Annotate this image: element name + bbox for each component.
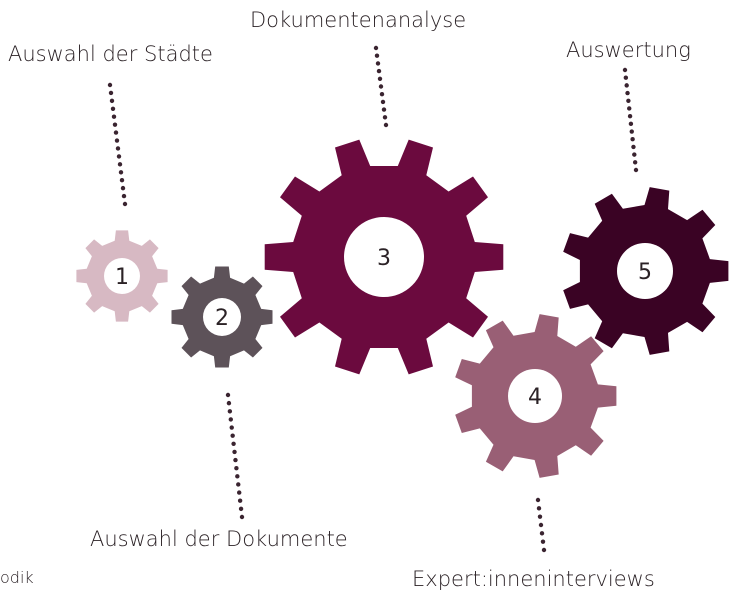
connector-dot — [239, 514, 245, 520]
connector-dot — [541, 547, 547, 553]
connector-dot — [377, 76, 383, 82]
connector-dot — [115, 146, 121, 151]
connector-dot — [623, 75, 629, 80]
connector-step-3 — [373, 45, 389, 128]
connector-dot — [234, 466, 239, 471]
connector-dot — [633, 167, 639, 173]
footer-fragment: odik — [0, 568, 34, 587]
connector-dot — [630, 137, 635, 142]
connector-dot — [236, 482, 241, 487]
connector-dot — [624, 83, 629, 88]
connector-dot — [629, 129, 634, 134]
connector-dot — [376, 68, 382, 74]
connector-dot — [227, 409, 233, 414]
connector-dot — [625, 90, 630, 96]
connector-dot — [375, 61, 381, 66]
connector-dot — [382, 115, 388, 120]
connector-dot — [230, 433, 235, 438]
connector-dot — [627, 106, 632, 111]
connector-dot — [383, 122, 389, 128]
connector-dot — [237, 490, 242, 495]
connectors — [107, 45, 639, 553]
connector-dot — [119, 178, 125, 183]
connector-dot — [228, 417, 233, 422]
connector-dot — [122, 201, 128, 207]
connector-dot — [237, 498, 243, 503]
connector-step-1 — [107, 82, 128, 207]
step-number: 1 — [115, 265, 129, 290]
step-number: 4 — [528, 385, 542, 410]
gear-hub — [508, 369, 562, 423]
gear-step-2: 2 — [171, 266, 273, 368]
connector-dot — [232, 449, 237, 455]
step-4-label: Expert:inneninterviews — [412, 567, 655, 591]
connector-dot — [540, 539, 546, 544]
connector-dot — [112, 122, 118, 127]
connector-dot — [632, 160, 638, 165]
connector-dot — [231, 441, 236, 446]
gear-hub — [104, 258, 140, 294]
connector-dot — [109, 98, 115, 104]
connector-dot — [117, 162, 123, 167]
connector-dot — [111, 114, 117, 119]
gear-step-5: 5 — [563, 187, 729, 355]
connector-step-5 — [622, 67, 639, 173]
connector-step-2 — [225, 392, 245, 520]
connector-dot — [121, 193, 127, 199]
gear-step-3: 3 — [264, 139, 504, 375]
connector-dot — [535, 497, 541, 503]
gear-hub — [617, 243, 673, 299]
gear-step-4: 4 — [455, 314, 617, 478]
connector-dot — [107, 82, 113, 88]
gear-hub — [344, 217, 424, 297]
connector-dot — [632, 152, 637, 157]
connector-dot — [374, 53, 380, 58]
step-number: 2 — [215, 306, 229, 331]
step-number: 3 — [377, 246, 391, 271]
connector-dot — [622, 67, 628, 73]
connector-dot — [380, 99, 386, 105]
connector-dot — [110, 106, 116, 112]
connector-dot — [116, 154, 122, 159]
connector-dot — [225, 392, 231, 398]
gear-step-1: 1 — [76, 230, 168, 322]
connector-dot — [381, 107, 387, 112]
connector-dot — [229, 425, 234, 430]
connector-dot — [628, 121, 634, 127]
connector-dot — [118, 170, 124, 175]
connector-dot — [539, 531, 545, 536]
connector-dot — [538, 522, 544, 528]
gears: 1 2 3 4 5 — [76, 139, 729, 478]
connector-dot — [233, 457, 238, 463]
connector-step-4 — [535, 497, 547, 553]
step-number: 5 — [638, 260, 652, 285]
connector-dot — [537, 514, 543, 519]
connector-dot — [536, 506, 542, 511]
connector-dot — [226, 400, 232, 406]
connector-dot — [631, 144, 636, 150]
gear-hub — [203, 298, 241, 336]
step-5-label: Auswertung — [566, 38, 691, 62]
connector-dot — [378, 84, 384, 89]
step-3-label: Dokumentenanalyse — [250, 8, 467, 32]
connector-dot — [626, 98, 631, 103]
connector-dot — [235, 474, 240, 479]
connector-dot — [120, 185, 126, 191]
connector-dot — [114, 138, 120, 143]
step-2-label: Auswahl der Dokumente — [90, 527, 348, 551]
connector-dot — [627, 113, 633, 119]
connector-dot — [373, 45, 379, 51]
connector-dot — [379, 92, 385, 97]
connector-dot — [108, 90, 114, 96]
connector-dot — [238, 506, 244, 512]
step-1-label: Auswahl der Städte — [8, 42, 213, 66]
connector-dot — [113, 130, 119, 135]
